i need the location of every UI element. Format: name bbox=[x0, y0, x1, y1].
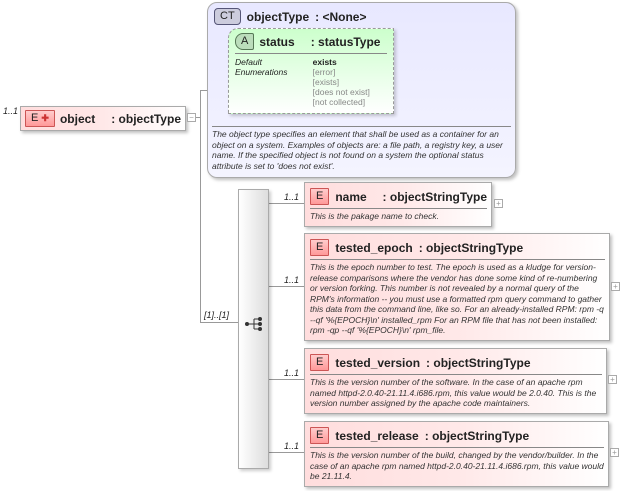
enumeration: [exists] bbox=[312, 77, 340, 87]
expand-toggle[interactable]: + bbox=[608, 375, 617, 384]
attribute-badge: A bbox=[235, 33, 255, 50]
element-multiplicity: 1..1 bbox=[284, 441, 300, 451]
element-badge: E ✚ bbox=[25, 110, 55, 127]
sequence-multiplicity: [1]..[1] bbox=[204, 310, 230, 320]
ct-type: : <None> bbox=[315, 9, 367, 24]
element-badge: E bbox=[310, 239, 330, 256]
connector bbox=[267, 286, 304, 287]
ct-badge: CT bbox=[214, 8, 241, 25]
expand-toggle[interactable]: + bbox=[610, 448, 619, 457]
element-name-label: tested_release bbox=[335, 428, 419, 443]
attribute-name: status bbox=[259, 34, 295, 49]
sequence-icon bbox=[245, 317, 262, 331]
element-badge: E bbox=[310, 427, 330, 444]
sequence-compositor[interactable] bbox=[238, 189, 269, 469]
connector bbox=[200, 322, 238, 323]
connector bbox=[200, 90, 201, 323]
root-element-object[interactable]: E ✚ object : objectType bbox=[20, 106, 186, 131]
connector bbox=[195, 117, 200, 118]
connector bbox=[267, 452, 304, 453]
element-type: : objectStringType bbox=[424, 428, 530, 443]
element-badge: E bbox=[310, 354, 330, 371]
default-label: Default bbox=[235, 57, 262, 67]
ct-description: The object type specifies an element tha… bbox=[212, 126, 511, 171]
element-name-label: name bbox=[335, 189, 367, 204]
enumeration: [error] bbox=[312, 67, 336, 77]
element-multiplicity: 1..1 bbox=[284, 192, 300, 202]
collapse-toggle[interactable]: − bbox=[187, 113, 196, 122]
element-description: This is the epoch number to test. The ep… bbox=[310, 259, 605, 336]
expand-toggle[interactable]: + bbox=[611, 282, 620, 291]
element-name-label: tested_epoch bbox=[335, 240, 413, 255]
element-multiplicity: 1..1 bbox=[284, 275, 300, 285]
attribute-status[interactable]: A status : statusType Default exists Enu… bbox=[228, 28, 394, 114]
enumerations-label: Enumerations bbox=[235, 67, 288, 77]
connector bbox=[267, 379, 304, 380]
ct-name: objectType bbox=[246, 9, 310, 24]
enumeration: [not collected] bbox=[312, 97, 366, 107]
element-type: : objectStringType bbox=[418, 240, 524, 255]
element-type: : objectType bbox=[111, 111, 181, 126]
root-multiplicity: 1..1 bbox=[3, 106, 19, 116]
element-multiplicity: 1..1 bbox=[284, 368, 300, 378]
element-description: This is the version number of the build,… bbox=[310, 447, 604, 482]
element-description: This is the pakage name to check. bbox=[310, 208, 487, 222]
element-type: : objectStringType bbox=[426, 355, 531, 370]
enumeration: [does not exist] bbox=[312, 87, 370, 97]
element-description: This is the version number of the softwa… bbox=[310, 374, 602, 409]
connector bbox=[267, 203, 304, 204]
element-type: : objectStringType bbox=[382, 189, 487, 204]
connector bbox=[200, 90, 208, 91]
expand-toggle[interactable]: + bbox=[494, 199, 503, 208]
complex-type-objectType[interactable]: CT objectType : <None> A status : status… bbox=[207, 2, 516, 178]
element-name: object bbox=[59, 111, 96, 126]
attribute-type: : statusType bbox=[310, 34, 381, 49]
element-badge: E bbox=[310, 188, 330, 205]
default-value: exists bbox=[312, 57, 337, 67]
element-name-label: tested_version bbox=[335, 355, 421, 370]
